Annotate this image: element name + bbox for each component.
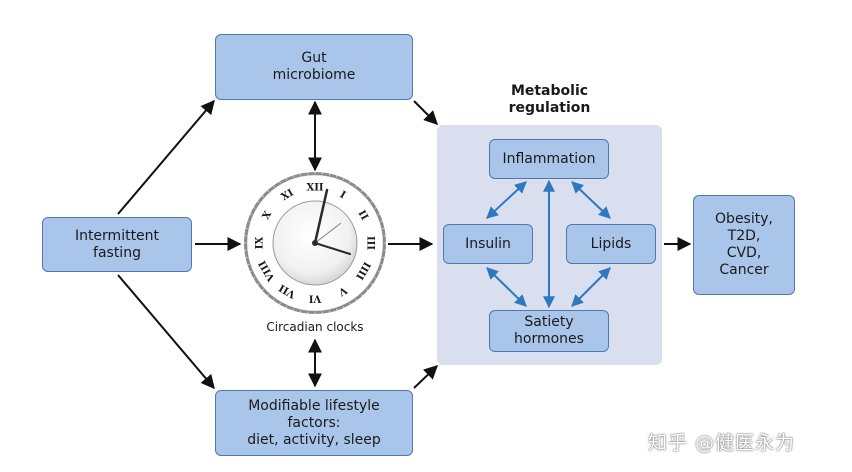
- clock-tick: [374, 207, 377, 209]
- clock-tick: [249, 213, 253, 216]
- arrow-insulin-inflammation: [486, 181, 527, 219]
- clock-tick: [365, 195, 369, 198]
- clock-tick: [292, 175, 295, 178]
- clock-numeral: III: [365, 236, 376, 250]
- clock-tick: [370, 283, 373, 286]
- clock-tick: [365, 288, 369, 291]
- clock-tick: [279, 302, 281, 305]
- clock-tick: [279, 181, 281, 184]
- clock-tick: [272, 185, 275, 188]
- satiety-hormones-box: Satiety hormones: [489, 310, 609, 352]
- arrow-insulin-satiety: [486, 267, 527, 307]
- clock-tick: [261, 288, 265, 291]
- clock-tick: [292, 308, 295, 311]
- clock-tick: [377, 213, 381, 216]
- clock-center: [312, 240, 318, 246]
- clock-tick: [272, 298, 275, 301]
- clock-tick: [349, 181, 351, 184]
- clock-tick: [253, 277, 256, 279]
- clock-hour-hand: [314, 242, 351, 255]
- clock-tick: [342, 177, 345, 181]
- clock-numeral: IX: [255, 237, 266, 250]
- arrow-gut-to-metabolic: [413, 100, 438, 125]
- inflammation-box: Inflammation: [489, 139, 609, 179]
- circadian-clocks-caption: Circadian clocks: [266, 320, 364, 334]
- clock-tick: [249, 270, 253, 273]
- clock-numeral: I: [338, 189, 348, 201]
- clock-tick: [253, 207, 256, 209]
- clock-tick: [360, 189, 363, 193]
- clock-second-hand: [314, 222, 342, 244]
- watermark: 知乎 @健医永为: [648, 432, 796, 454]
- clock-tick: [380, 263, 383, 266]
- arrow-fasting-to-lifestyle: [117, 274, 215, 390]
- arrow-fasting-to-gut: [117, 99, 215, 215]
- clock-numeral: VI: [308, 293, 322, 304]
- clock-tick: [370, 200, 373, 203]
- clock-minute-hand: [313, 188, 329, 245]
- clock-tick: [355, 185, 358, 188]
- clock-tick: [342, 305, 345, 309]
- clock-tick: [335, 308, 338, 311]
- arrow-lipids-inflammation: [571, 181, 611, 219]
- clock-tick: [380, 220, 383, 223]
- clock-tick: [377, 270, 381, 273]
- clock-tick: [257, 283, 260, 286]
- clock-ticks: [244, 172, 386, 314]
- arrow-lifestyle-to-metabolic: [413, 365, 439, 389]
- outcomes-box: Obesity, T2D, CVD, Cancer: [693, 195, 795, 295]
- clock-numeral: XII: [306, 183, 323, 194]
- clock-tick: [374, 277, 377, 279]
- clock-tick: [257, 200, 260, 203]
- lipids-box: Lipids: [566, 224, 656, 264]
- clock-tick: [267, 189, 270, 193]
- clock-tick: [335, 175, 338, 178]
- clock-tick: [285, 305, 288, 309]
- clock-tick: [261, 195, 265, 198]
- clock-tick: [360, 293, 363, 297]
- clock-tick: [285, 177, 288, 181]
- clock-tick: [355, 298, 358, 301]
- metabolic-regulation-heading: Metabolic regulation: [508, 83, 591, 116]
- clock-tick: [247, 263, 250, 266]
- clock-tick: [267, 293, 270, 297]
- clock-tick: [349, 302, 351, 305]
- intermittent-fasting-box: Intermittent fasting: [42, 217, 192, 272]
- clock-tick: [247, 220, 250, 223]
- gut-microbiome-box: Gut microbiome: [215, 34, 413, 100]
- modifiable-lifestyle-factors-box: Modifiable lifestyle factors: diet, acti…: [215, 390, 413, 456]
- insulin-box: Insulin: [443, 224, 533, 264]
- arrow-lipids-satiety: [571, 267, 611, 307]
